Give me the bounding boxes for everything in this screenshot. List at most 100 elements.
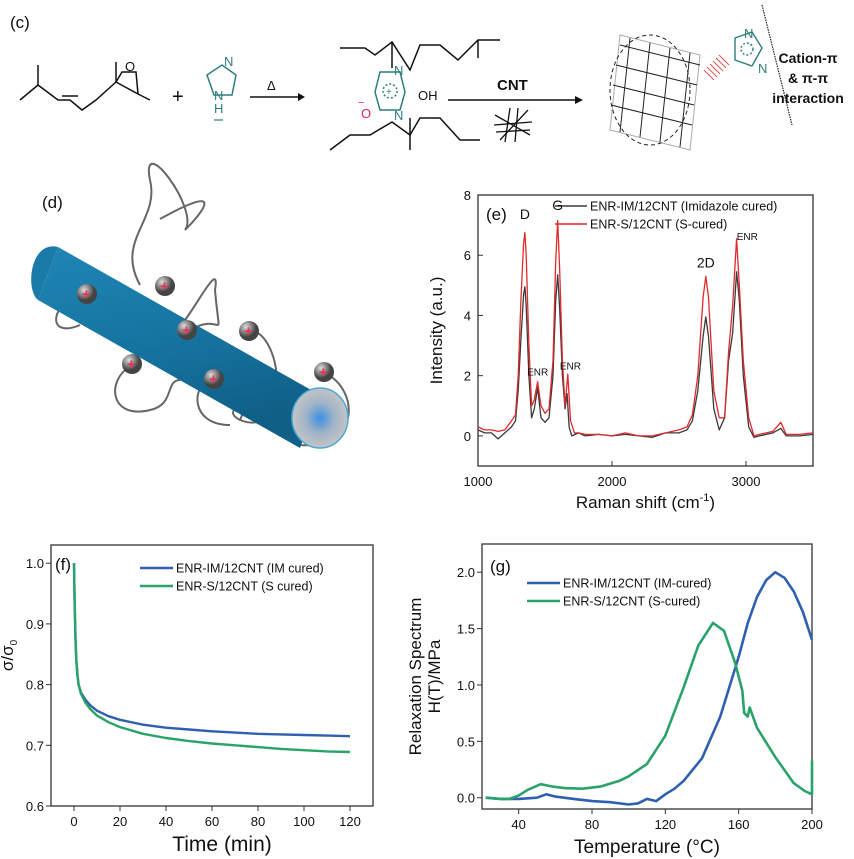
peak-annotation: G [552,197,563,213]
svg-text:+: + [160,278,169,295]
enr-chain-structure [19,62,151,111]
y-axis-label-sub: 0 [9,639,20,645]
svg-text:+: + [127,356,136,373]
cation-icon: + [239,321,259,341]
panel-d-schematic: (d) + + + + + + + [31,162,350,449]
legend-label: ENR-S/12CNT (S cured) [176,580,313,594]
y-tick-label: 0.7 [26,738,44,753]
svg-text:+: + [182,322,191,339]
cnt-n-bottom: N [758,61,767,76]
panel-c-reaction-scheme: (c) O + N N H Δ + [10,4,844,151]
y-tick-label: 6 [464,248,471,263]
x-tick-label: 60 [205,814,219,829]
y-tick-label: 0.5 [457,734,475,749]
peak-annotation: D [520,206,530,222]
x-tick-label: 40 [159,814,173,829]
alkoxide-minus: − [358,97,364,109]
y-tick-label: 0.0 [457,791,475,806]
x-tick-label: 120 [339,814,361,829]
legend-label: ENR-IM/12CNT (IM cured) [176,562,324,576]
y-axis-label: σ/σ0 [0,639,20,671]
x-axis-label-sup: -1 [700,492,710,504]
series-line-0 [477,271,814,440]
y-tick-label: 4 [464,308,471,323]
heat-symbol: Δ [267,78,276,93]
legend-label: ENR-IM/12CNT (Imidazole cured) [590,200,777,214]
x-tick-label: 1000 [464,474,493,489]
svg-text:+: + [319,364,328,381]
x-tick-label: 40 [511,817,525,832]
y-axis-label-line-2: H(T)/MPa [425,639,444,713]
peak-annotation: ENR [737,232,758,243]
carbon-nanotube-icon [609,34,701,151]
x-tick-label: 20 [113,814,127,829]
interaction-line-2: & π-π [788,70,828,86]
x-axis-label-end: ) [709,493,715,512]
series-line-1 [485,621,814,801]
x-tick-label: 80 [251,814,265,829]
x-tick-label: 200 [801,817,823,832]
product-hydroxyl: OH [418,88,438,103]
x-tick-label: 120 [654,817,676,832]
cnt-imidazolium-ring [734,31,763,67]
peak-annotation: ENR [527,368,548,379]
interaction-line-3: interaction [772,90,844,106]
cation-icon: + [177,320,197,340]
panel-label: (e) [486,205,507,224]
series-line-1 [72,563,351,754]
plot-frame [481,543,813,810]
imidazolium-ring [374,71,406,111]
y-tick-label: 0.9 [26,617,44,632]
cation-group: + + + + + + + [77,276,334,389]
x-axis-label: Time (min) [172,833,272,856]
y-tick-label: 8 [464,188,471,203]
product-n-top: N [394,63,403,78]
interaction-line-1: Cation-π [779,50,838,66]
imidazole-nh: N [214,88,223,103]
legend-label: ENR-S/12CNT (S-cured) [590,218,727,232]
panel-label: (f) [55,555,71,574]
svg-text:+: + [209,371,218,388]
legend-label: ENR-S/12CNT (S-cured) [563,595,700,609]
plot-frame [477,194,814,467]
product-n-bottom: N [394,108,403,123]
cation-icon: + [155,276,175,296]
y-axis-label-main: σ/σ [0,645,17,671]
x-axis-label: Temperature (°C) [574,837,720,858]
x-tick-label: 0 [70,814,77,829]
pi-stacking-lines [703,54,730,81]
x-tick-label: 2000 [598,474,627,489]
enr-backbone [19,81,151,111]
x-axis-label: Raman shift (cm-1) [576,492,715,512]
y-tick-label: 2 [464,369,471,384]
cation-icon: + [314,362,334,382]
y-axis-label: Intensity (a.u.) [427,277,446,385]
peak-annotation: ENR [560,362,581,373]
x-tick-label: 160 [728,817,750,832]
x-tick-label: 80 [585,817,599,832]
x-axis-label-main: Raman shift (cm [576,493,700,512]
y-tick-label: 1.0 [457,678,475,693]
plus-sign: + [172,86,184,108]
legend-label: ENR-IM/12CNT (IM-cured) [563,577,711,591]
series-line-1 [477,219,814,437]
imidazole-structure [206,64,237,96]
svg-text:+: + [82,286,91,303]
x-tick-label: 3000 [732,474,761,489]
nanotube-end-cap [291,387,349,449]
cation-icon: + [204,369,224,389]
y-tick-label: 1.5 [457,622,475,637]
svg-text:+: + [386,87,392,98]
nanotube-body [38,247,320,448]
y-tick-label: 0.8 [26,678,44,693]
x-tick-label: 100 [293,814,315,829]
y-tick-label: 1.0 [26,556,44,571]
crosslinked-product-structure [329,39,500,151]
imidazole-h: H [214,101,223,116]
cnt-label: CNT [497,77,528,94]
